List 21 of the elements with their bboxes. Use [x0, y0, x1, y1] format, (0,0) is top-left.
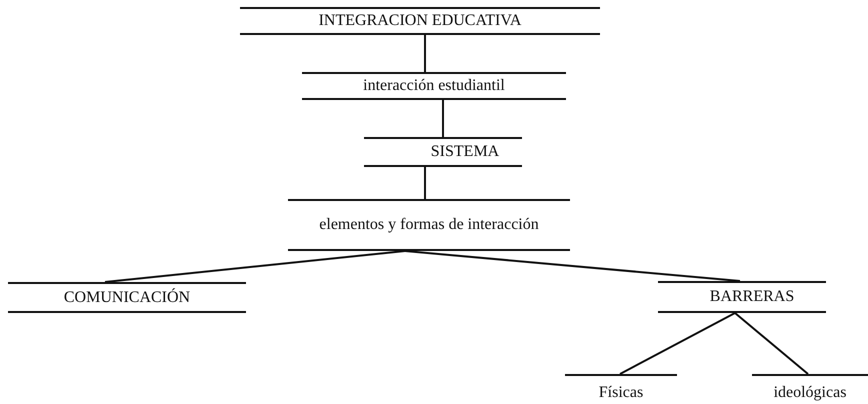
concept-label: BARRERAS [710, 288, 794, 306]
concept-band [302, 72, 566, 100]
concept-band [240, 7, 600, 35]
concept-label: Físicas [598, 384, 644, 402]
concept-band [8, 282, 246, 313]
concept-label: interacción estudiantil [363, 77, 505, 95]
concept-band [364, 137, 522, 167]
connector-line [424, 35, 426, 72]
concept-band [288, 199, 570, 251]
concept-label: SISTEMA [430, 143, 500, 161]
connector-line [442, 100, 444, 137]
connector-line [424, 167, 426, 199]
concept-label: COMUNICACIÓN [64, 288, 190, 306]
concept-label: elementos y formas de interacción [319, 216, 539, 234]
concept-label: ideológicas [774, 384, 846, 402]
concept-band [658, 281, 826, 313]
connector-line [620, 312, 736, 375]
concept-label: INTEGRACION EDUCATIVA [318, 12, 522, 30]
connector-line [734, 312, 809, 375]
connector-line [404, 250, 740, 282]
connector-line [104, 250, 406, 283]
